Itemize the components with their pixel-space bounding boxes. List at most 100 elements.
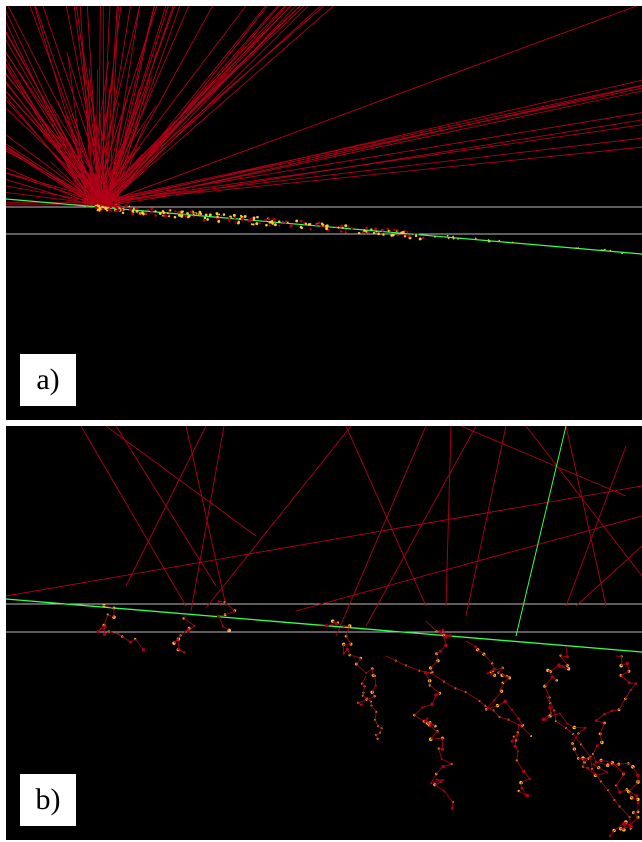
energy-deposit <box>132 207 135 210</box>
energy-deposit <box>169 209 172 212</box>
particle-track <box>105 6 279 202</box>
energy-deposit <box>144 212 148 215</box>
particle-track <box>80 426 187 607</box>
energy-deposit <box>248 218 251 222</box>
particle-track <box>6 10 97 203</box>
particle-track <box>565 426 607 607</box>
energy-deposit <box>374 227 378 231</box>
energy-deposit <box>272 217 275 221</box>
energy-deposit <box>377 232 381 236</box>
energy-deposit <box>407 234 411 238</box>
shower-branch <box>542 645 639 837</box>
particle-track <box>91 137 642 204</box>
particle-track <box>89 68 101 208</box>
particle-track <box>97 6 301 202</box>
shower-branch <box>97 605 144 650</box>
particle-track <box>91 84 642 204</box>
energy-deposit <box>577 247 580 249</box>
energy-deposit <box>94 206 98 209</box>
energy-deposit <box>255 222 259 226</box>
particle-track <box>6 39 103 206</box>
energy-deposit <box>340 224 344 228</box>
energy-deposit <box>600 249 603 251</box>
energy-deposit <box>104 203 107 206</box>
particle-track <box>97 90 642 208</box>
energy-deposit <box>363 229 366 232</box>
particle-track <box>125 426 207 587</box>
energy-deposit <box>304 222 307 225</box>
primary-track <box>6 598 642 653</box>
energy-deposit <box>115 204 117 206</box>
energy-deposit <box>396 233 399 237</box>
energy-deposit <box>115 206 118 209</box>
particle-track <box>71 113 105 208</box>
energy-deposit <box>202 218 206 222</box>
energy-deposit <box>234 221 237 224</box>
energy-deposit <box>511 241 514 244</box>
energy-deposit <box>347 225 350 228</box>
energy-deposit <box>286 221 289 224</box>
energy-deposit <box>309 227 312 231</box>
energy-deposit <box>197 213 200 215</box>
energy-deposit <box>110 209 113 212</box>
shower-branch <box>413 620 454 809</box>
energy-deposit <box>314 223 318 226</box>
energy-deposit <box>150 207 154 211</box>
energy-deposit <box>325 227 328 231</box>
energy-deposit <box>238 217 242 221</box>
panel-a: a) <box>6 6 642 420</box>
shower-branch <box>465 640 531 797</box>
energy-deposit <box>98 207 102 210</box>
energy-deposit <box>498 239 501 242</box>
shower-branch <box>361 675 383 739</box>
particle-track <box>106 88 140 208</box>
energy-deposit <box>256 215 259 219</box>
particle-track <box>460 426 627 497</box>
energy-deposit <box>182 212 185 215</box>
energy-deposit <box>186 211 189 215</box>
particle-track <box>104 6 167 203</box>
energy-deposit <box>131 209 135 213</box>
panel-label-a: a) <box>20 354 76 406</box>
particle-track <box>6 148 92 205</box>
energy-deposit <box>250 217 253 220</box>
energy-deposit <box>154 210 157 213</box>
particle-track <box>106 117 123 208</box>
energy-deposit <box>150 210 153 214</box>
energy-deposit <box>281 220 284 223</box>
shower-branch <box>217 600 236 631</box>
particle-track <box>185 426 227 607</box>
shower-branch <box>173 615 196 653</box>
particle-track <box>73 158 112 208</box>
panel-label-b: b) <box>20 774 76 826</box>
energy-deposit <box>98 209 101 212</box>
energy-deposit <box>128 205 131 208</box>
energy-deposit <box>457 238 459 240</box>
energy-deposit <box>252 218 256 221</box>
energy-deposit <box>187 214 191 218</box>
energy-deposit <box>344 231 347 234</box>
energy-deposit <box>173 215 177 219</box>
energy-deposit <box>208 213 212 217</box>
energy-deposit <box>339 230 343 233</box>
shower-visualization-b <box>6 426 642 838</box>
particle-track <box>94 6 301 207</box>
energy-deposit <box>446 234 449 237</box>
particle-track <box>103 87 110 208</box>
energy-deposit <box>271 222 274 225</box>
particle-track <box>42 6 112 205</box>
energy-deposit <box>166 212 169 215</box>
shower-branch <box>545 695 632 829</box>
energy-deposit <box>114 209 118 212</box>
particle-track <box>6 145 97 207</box>
particle-track <box>103 79 642 204</box>
particle-track <box>108 6 267 203</box>
energy-deposit <box>367 231 370 234</box>
particle-track <box>205 426 352 609</box>
particle-track <box>106 6 291 204</box>
particle-track <box>65 6 106 207</box>
secondary-track <box>515 426 567 637</box>
energy-deposit <box>289 225 293 228</box>
energy-deposit <box>181 210 184 213</box>
energy-deposit <box>402 233 405 236</box>
